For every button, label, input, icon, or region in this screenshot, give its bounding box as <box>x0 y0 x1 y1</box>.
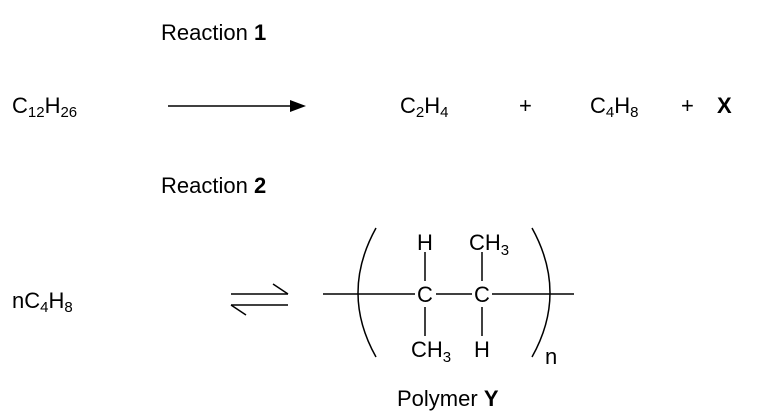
right-bracket <box>531 227 551 358</box>
reaction-1-reactant: C12H26 <box>12 93 78 121</box>
polymer-structure: H CH3 C C CH3 H n <box>323 227 574 369</box>
forward-arrow <box>168 100 306 112</box>
reaction-1-product-ethene: C2H4 <box>400 93 449 121</box>
atom-h-bottom-right: H <box>474 337 490 362</box>
polymer-caption: Polymer Y <box>397 386 499 412</box>
reaction-2-number: 2 <box>253 173 267 198</box>
reaction-1-number: 1 <box>253 20 267 45</box>
polymer-label: Polymer <box>397 386 478 411</box>
atom-ch3-top-right: CH3 <box>469 230 509 259</box>
repeat-subscript-n: n <box>545 344 557 369</box>
left-bracket <box>357 227 377 358</box>
atom-carbon-left: C <box>417 282 433 307</box>
reaction-2-title: Reaction 2 <box>161 173 266 199</box>
atom-ch3-bottom-left: CH3 <box>411 337 451 366</box>
reaction-1-product-butene: C4H8 <box>590 93 639 121</box>
reaction-1-label: Reaction <box>161 20 248 45</box>
atom-carbon-right: C <box>474 282 490 307</box>
reaction-2-label: Reaction <box>161 173 248 198</box>
reaction-1-title: Reaction 1 <box>161 20 266 46</box>
product-x: X <box>717 93 732 118</box>
plus-sign-2: + <box>681 93 694 118</box>
equilibrium-arrow <box>230 283 289 316</box>
plus-sign-1: + <box>519 93 532 118</box>
reaction-2-reactant: nC4H8 <box>12 288 73 316</box>
atom-h-top-left: H <box>417 230 433 255</box>
polymer-name: Y <box>483 386 499 411</box>
